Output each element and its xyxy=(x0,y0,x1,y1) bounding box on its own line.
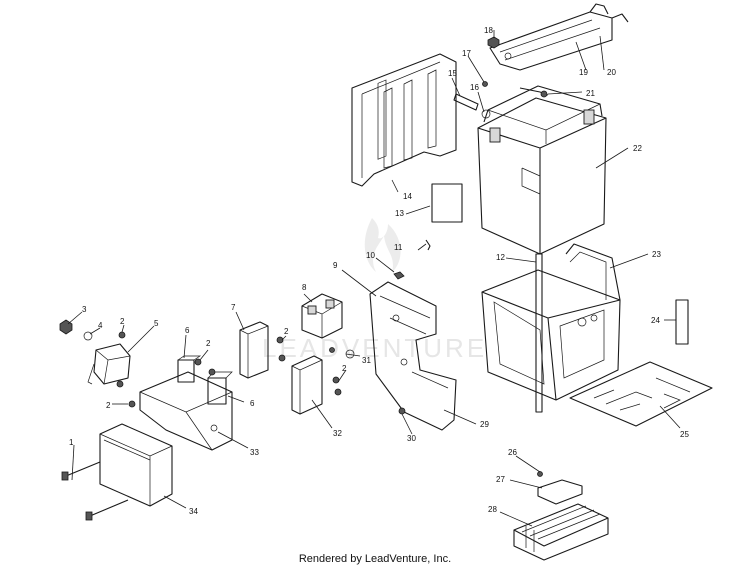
callout-17: 17 xyxy=(462,49,471,58)
callout-3: 3 xyxy=(82,305,87,314)
part-battery-box xyxy=(481,243,621,401)
part-mounting-bracket xyxy=(369,239,457,431)
part-strap-21 xyxy=(519,87,549,98)
callout-2: 2 xyxy=(106,401,111,410)
callout-29: 29 xyxy=(480,420,489,429)
callout-11: 11 xyxy=(394,243,403,252)
callout-15: 15 xyxy=(448,69,457,78)
part-battery xyxy=(477,85,607,255)
part-label-13 xyxy=(431,183,463,223)
callout-6: 6 xyxy=(185,326,190,335)
callout-26: 26 xyxy=(508,448,517,457)
part-pad-27 xyxy=(537,479,583,505)
callout-34: 34 xyxy=(189,507,198,516)
callout-18: 18 xyxy=(484,26,493,35)
callout-labels: 1 2 2 2 2 2 3 4 5 6 6 7 8 9 10 11 12 13 … xyxy=(69,26,689,516)
leader-lines xyxy=(67,30,681,527)
callout-2: 2 xyxy=(120,317,125,326)
callout-16: 16 xyxy=(470,83,479,92)
part-battery-top-bracket xyxy=(489,3,629,71)
callout-19: 19 xyxy=(579,68,588,77)
part-screw-30 xyxy=(398,407,406,415)
callout-23: 23 xyxy=(652,250,661,259)
callout-20: 20 xyxy=(607,68,616,77)
part-bolts-1 xyxy=(61,461,129,521)
part-relay-bracket xyxy=(139,371,233,451)
callout-33: 33 xyxy=(250,448,259,457)
part-module-32 xyxy=(291,355,323,415)
part-label-24 xyxy=(675,299,689,345)
part-nut-18 xyxy=(487,36,500,49)
callout-21: 21 xyxy=(586,89,595,98)
callout-32: 32 xyxy=(333,429,342,438)
callout-9: 9 xyxy=(333,261,338,270)
callout-28: 28 xyxy=(488,505,497,514)
callout-6: 6 xyxy=(250,399,255,408)
callout-12: 12 xyxy=(496,253,505,262)
callout-25: 25 xyxy=(680,430,689,439)
part-relay-6-upper xyxy=(177,355,202,383)
callout-22: 22 xyxy=(633,144,642,153)
callout-5: 5 xyxy=(154,319,159,328)
part-bolt-15-16-17 xyxy=(453,81,491,119)
callout-31: 31 xyxy=(362,356,371,365)
footer-credit: Rendered by LeadVenture, Inc. xyxy=(298,553,452,565)
callout-13: 13 xyxy=(395,209,404,218)
part-solenoid xyxy=(87,343,131,385)
part-washer-4 xyxy=(83,331,93,341)
callout-27: 27 xyxy=(496,475,505,484)
part-module-7 xyxy=(239,321,269,379)
part-hold-down-plate xyxy=(351,53,457,187)
callout-2: 2 xyxy=(342,364,347,373)
callout-2: 2 xyxy=(206,339,211,348)
callout-2: 2 xyxy=(284,327,289,336)
callout-14: 14 xyxy=(403,192,412,201)
part-nuts-2 xyxy=(116,331,342,408)
callout-7: 7 xyxy=(231,303,236,312)
callout-1: 1 xyxy=(69,438,74,447)
part-screw-26 xyxy=(537,471,543,477)
part-fuse-block xyxy=(301,293,355,359)
part-support-rod xyxy=(535,253,543,413)
part-control-module xyxy=(99,423,173,507)
part-heat-sink-28 xyxy=(513,503,609,561)
callout-30: 30 xyxy=(407,434,416,443)
callout-4: 4 xyxy=(98,321,103,330)
callout-24: 24 xyxy=(651,316,660,325)
callout-10: 10 xyxy=(366,251,375,260)
part-relay-6-lower xyxy=(207,371,233,405)
part-tray-plate xyxy=(569,361,713,427)
callout-8: 8 xyxy=(302,283,307,292)
